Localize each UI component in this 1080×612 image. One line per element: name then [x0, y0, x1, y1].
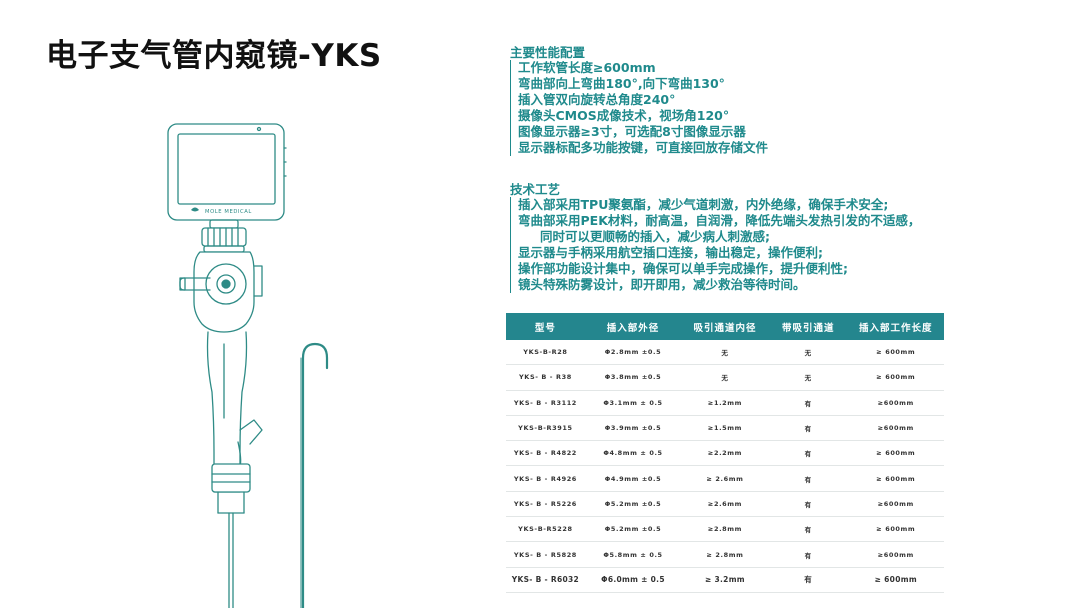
cell-outer-diameter: Φ2.8mm ±0.5	[584, 340, 682, 366]
cell-outer-diameter: Φ5.2mm ±0.5	[584, 516, 682, 543]
cell-model: YKS- B - R5226	[506, 491, 585, 518]
technology-heading: 技术工艺	[510, 182, 561, 197]
cell-model: YKS- B - R3112	[506, 390, 585, 416]
cell-channel-diameter: ≥2.8mm	[681, 516, 769, 543]
performance-section: 主要性能配置 工作软管长度≥600mm 弯曲部向上弯曲180°,向下弯曲130°…	[510, 46, 768, 156]
cell-working-length: ≥ 600mm	[847, 440, 944, 467]
cell-channel-diameter: ≥1.2mm	[681, 390, 769, 416]
cell-has-channel: 有	[768, 415, 848, 442]
cell-channel-diameter: 无	[681, 340, 769, 366]
table-row: YKS- B - R38 Φ3.8mm ±0.5 无 无 ≥ 600mm	[506, 364, 944, 391]
cell-outer-diameter: Φ3.1mm ± 0.5	[584, 390, 682, 416]
cell-model: YKS- B - R6032	[506, 567, 585, 593]
cell-working-length: ≥ 600mm	[847, 340, 944, 366]
cell-has-channel: 无	[768, 340, 848, 366]
performance-heading: 主要性能配置	[510, 45, 586, 60]
spec-table-container: 型号 插入部外径 吸引通道内径 带吸引通道 插入部工作长度 YKS-B-R28 …	[506, 313, 944, 593]
cell-outer-diameter: Φ5.2mm ±0.5	[584, 491, 682, 518]
spec-table: 型号 插入部外径 吸引通道内径 带吸引通道 插入部工作长度 YKS-B-R28 …	[506, 313, 944, 593]
cell-outer-diameter: Φ4.9mm ±0.5	[584, 465, 682, 492]
cell-channel-diameter: ≥ 2.6mm	[681, 465, 769, 492]
table-row: YKS- B - R4822 Φ4.8mm ± 0.5 ≥2.2mm 有 ≥ 6…	[506, 440, 944, 467]
cell-channel-diameter: ≥ 2.8mm	[681, 541, 769, 568]
cell-model: YKS-B-R5228	[506, 516, 585, 543]
list-item: 插入管双向旋转总角度240°	[518, 92, 676, 107]
cell-has-channel: 有	[768, 516, 848, 543]
column-header-has-channel: 带吸引通道	[768, 313, 848, 340]
cell-outer-diameter: Φ3.9mm ±0.5	[584, 415, 682, 442]
cell-working-length: ≥ 600mm	[847, 516, 944, 543]
cell-has-channel: 有	[768, 390, 848, 416]
table-row: YKS-B-R5228 Φ5.2mm ±0.5 ≥2.8mm 有 ≥ 600mm	[506, 516, 944, 543]
list-item: 图像显示器≥3寸，可选配8寸图像显示器	[518, 124, 746, 139]
column-header-model: 型号	[506, 313, 585, 340]
cell-model: YKS- B - R5828	[506, 541, 585, 568]
table-row: YKS- B - R5828 Φ5.8mm ± 0.5 ≥ 2.8mm 有 ≥6…	[506, 541, 944, 568]
brand-label: MOLE MEDICAL	[205, 209, 252, 215]
cell-channel-diameter: ≥ 3.2mm	[681, 567, 769, 593]
technology-list: 插入部采用TPU聚氨酯，减少气道刺激，内外绝缘，确保手术安全; 弯曲部采用PEK…	[510, 197, 920, 293]
table-header-row: 型号 插入部外径 吸引通道内径 带吸引通道 插入部工作长度	[506, 313, 944, 340]
column-header-working-length: 插入部工作长度	[847, 313, 944, 340]
cell-working-length: ≥600mm	[847, 390, 944, 416]
cell-outer-diameter: Φ6.0mm ± 0.5	[584, 567, 682, 593]
list-item: 同时可以更顺畅的插入，减少病人刺激感;	[540, 229, 770, 244]
table-row: YKS- B - R6032 Φ6.0mm ± 0.5 ≥ 3.2mm 有 ≥ …	[506, 567, 944, 593]
list-item: 显示器与手柄采用航空插口连接，输出稳定，操作便利;	[518, 245, 823, 260]
table-row: YKS- B - R3112 Φ3.1mm ± 0.5 ≥1.2mm 有 ≥60…	[506, 390, 944, 416]
list-item: 插入部采用TPU聚氨酯，减少气道刺激，内外绝缘，确保手术安全;	[518, 197, 889, 212]
cell-has-channel: 有	[768, 567, 848, 593]
column-header-channel-diameter: 吸引通道内径	[681, 313, 769, 340]
cell-model: YKS- B - R4822	[506, 440, 585, 467]
cell-has-channel: 有	[768, 541, 848, 568]
cell-channel-diameter: ≥2.6mm	[681, 491, 769, 518]
cell-has-channel: 有	[768, 465, 848, 492]
table-row: YKS-B-R28 Φ2.8mm ±0.5 无 无 ≥ 600mm	[506, 340, 944, 366]
cell-outer-diameter: Φ5.8mm ± 0.5	[584, 541, 682, 568]
cell-outer-diameter: Φ4.8mm ± 0.5	[584, 440, 682, 467]
cell-working-length: ≥600mm	[847, 541, 944, 568]
table-row: YKS- B - R5226 Φ5.2mm ±0.5 ≥2.6mm 有 ≥600…	[506, 491, 944, 518]
cell-model: YKS- B - R38	[506, 364, 585, 391]
list-item: 摄像头CMOS成像技术，视场角120°	[518, 108, 730, 123]
cell-channel-diameter: ≥2.2mm	[681, 440, 769, 467]
cell-working-length: ≥ 600mm	[847, 567, 944, 593]
cell-working-length: ≥ 600mm	[847, 465, 944, 492]
list-item: 弯曲部向上弯曲180°,向下弯曲130°	[518, 76, 725, 91]
page-title: 电子支气管内窥镜-YKS	[46, 38, 382, 74]
table-row: YKS- B - R4926 Φ4.9mm ±0.5 ≥ 2.6mm 有 ≥ 6…	[506, 465, 944, 492]
table-row: YKS-B-R3915 Φ3.9mm ±0.5 ≥1.5mm 有 ≥600mm	[506, 415, 944, 442]
column-header-outer-diameter: 插入部外径	[584, 313, 682, 340]
list-item: 弯曲部采用PEK材料，耐高温，自润滑，降低先端头发热引发的不适感，	[518, 213, 921, 228]
cell-outer-diameter: Φ3.8mm ±0.5	[584, 364, 682, 391]
cell-working-length: ≥600mm	[847, 415, 944, 442]
cell-channel-diameter: ≥1.5mm	[681, 415, 769, 442]
list-item: 工作软管长度≥600mm	[518, 60, 656, 75]
bronchoscope-device-illustration: MOLE MEDICAL	[150, 118, 350, 610]
performance-list: 工作软管长度≥600mm 弯曲部向上弯曲180°,向下弯曲130° 插入管双向旋…	[510, 60, 768, 156]
cell-has-channel: 有	[768, 440, 848, 467]
cell-working-length: ≥ 600mm	[847, 364, 944, 391]
cell-model: YKS-B-R28	[506, 340, 585, 366]
brand-logo-icon	[191, 207, 199, 212]
cell-has-channel: 无	[768, 364, 848, 391]
technology-section: 技术工艺 插入部采用TPU聚氨酯，减少气道刺激，内外绝缘，确保手术安全; 弯曲部…	[510, 183, 920, 293]
list-item: 操作部功能设计集中，确保可以单手完成操作，提升便利性;	[518, 261, 848, 276]
cell-model: YKS- B - R4926	[506, 465, 585, 492]
cell-model: YKS-B-R3915	[506, 415, 585, 442]
list-item: 显示器标配多功能按键，可直接回放存储文件	[518, 140, 769, 155]
cell-has-channel: 有	[768, 491, 848, 518]
cell-working-length: ≥600mm	[847, 491, 944, 518]
cell-channel-diameter: 无	[681, 364, 769, 391]
list-item: 镜头特殊防雾设计，即开即用，减少救治等待时间。	[518, 277, 806, 292]
